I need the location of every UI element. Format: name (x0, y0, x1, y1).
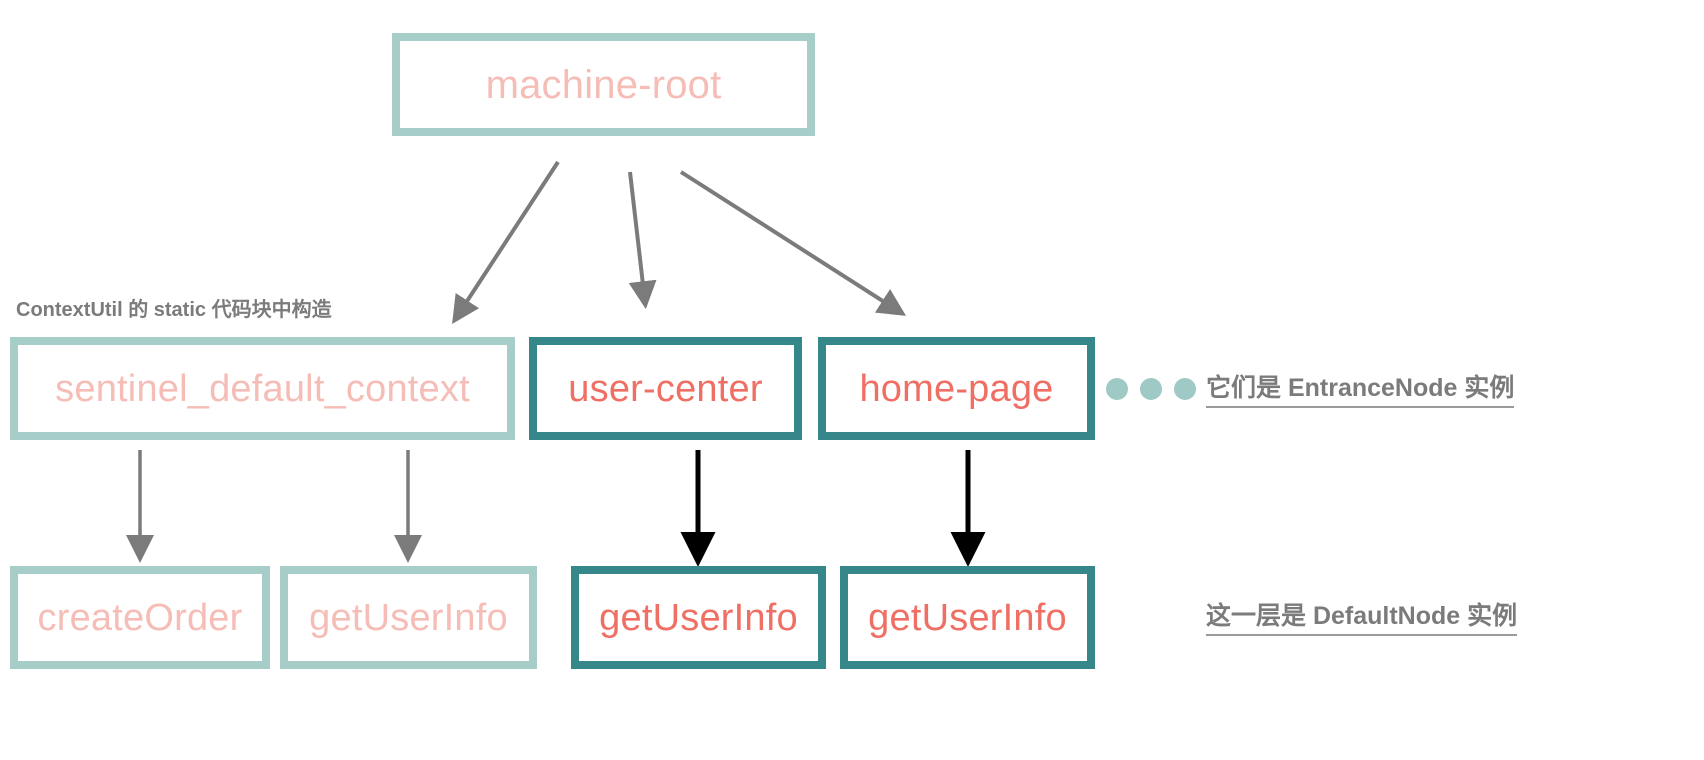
node-home-page-label: home-page (859, 367, 1054, 410)
legend-dot-3 (1174, 378, 1196, 400)
legend-dot-2 (1140, 378, 1162, 400)
node-sentinel-default-context-label: sentinel_default_context (55, 367, 470, 410)
arrow-root-to-user-center (628, 171, 657, 310)
node-get-user-info-user-center-label: getUserInfo (599, 596, 798, 639)
arrow-root-to-home-page (679, 170, 907, 316)
node-user-center-label: user-center (568, 367, 763, 410)
arrow-root-to-sentinel-context (452, 160, 560, 325)
node-get-user-info-pale-label: getUserInfo (309, 596, 508, 639)
node-create-order-label: createOrder (37, 596, 243, 639)
node-machine-root-label: machine-root (485, 62, 722, 107)
node-user-center[interactable]: user-center (529, 337, 802, 440)
node-get-user-info-home-page-label: getUserInfo (868, 596, 1067, 639)
node-sentinel-default-context[interactable]: sentinel_default_context (10, 337, 515, 440)
node-create-order[interactable]: createOrder (10, 566, 270, 669)
node-get-user-info-user-center[interactable]: getUserInfo (571, 566, 826, 669)
node-get-user-info-home-page[interactable]: getUserInfo (840, 566, 1095, 669)
node-get-user-info-pale[interactable]: getUserInfo (280, 566, 537, 669)
legend-dot-1 (1106, 378, 1128, 400)
legend-default-node: 这一层是 DefaultNode 实例 (1206, 604, 1518, 636)
node-machine-root[interactable]: machine-root (392, 33, 815, 136)
legend-entrance-node: 它们是 EntranceNode 实例 (1206, 376, 1515, 408)
annotation-context-util-note: ContextUtil 的 static 代码块中构造 (16, 299, 332, 321)
node-home-page[interactable]: home-page (818, 337, 1095, 440)
legend-dots (1106, 378, 1196, 400)
